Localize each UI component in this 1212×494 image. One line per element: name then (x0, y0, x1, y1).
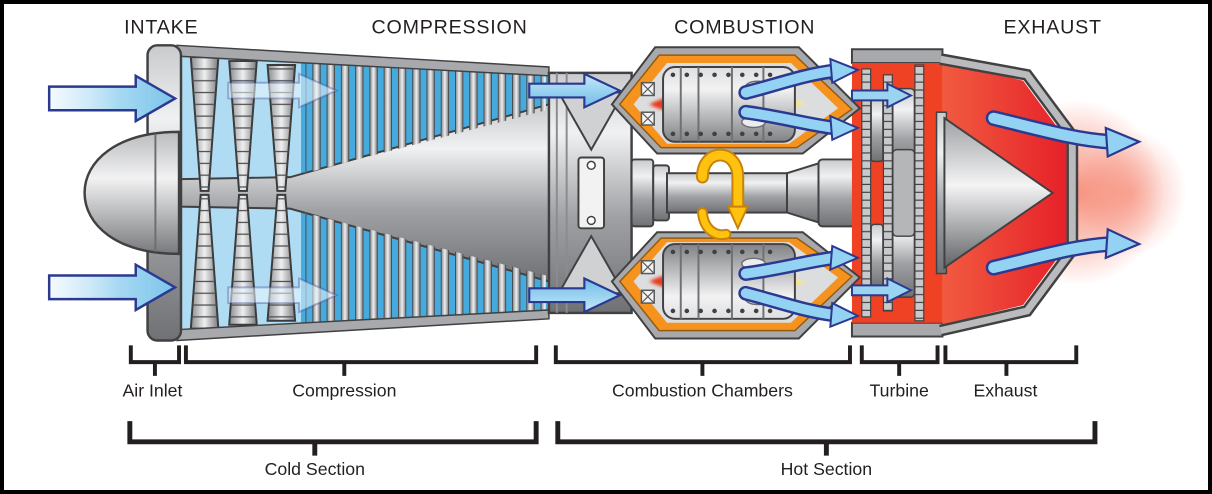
turbine-blade-rows (861, 64, 925, 322)
label-compression-lower: Compression (292, 381, 396, 401)
label-air-inlet: Air Inlet (122, 381, 182, 401)
exhaust-bracket (943, 345, 1079, 376)
compressor-section (176, 44, 550, 342)
component-brackets: Air Inlet Compression Combustion Chamber… (122, 345, 1079, 401)
hot-section-bracket (555, 421, 1098, 456)
label-cold-section: Cold Section (265, 459, 365, 479)
exhaust-cone (943, 116, 1055, 270)
label-exhaust-lower: Exhaust (973, 381, 1037, 401)
label-hot-section: Hot Section (781, 459, 872, 479)
engine-shaft (630, 158, 869, 228)
compressor-blades-top (304, 59, 546, 174)
label-exhaust: EXHAUST (1003, 17, 1101, 39)
zone-brackets: Cold Section Hot Section (127, 421, 1098, 479)
top-section-labels: INTAKE COMPRESSION COMBUSTION EXHAUST (124, 17, 1101, 39)
label-turbine: Turbine (870, 381, 929, 401)
compressor-blades-bottom (304, 212, 546, 327)
compression-bracket (183, 345, 539, 376)
cold-section-bracket (127, 421, 539, 456)
engine-cutaway-svg: INTAKE COMPRESSION COMBUSTION EXHAUST Ai… (47, 17, 1201, 479)
label-intake: INTAKE (124, 17, 198, 39)
turbine-section (850, 48, 944, 338)
combustion-chambers-bracket (553, 345, 852, 376)
turbine-bracket (859, 345, 940, 376)
nose-spinner (83, 130, 181, 256)
turbine-disks (870, 87, 916, 298)
label-combustion-chambers: Combustion Chambers (612, 381, 793, 401)
label-compression: COMPRESSION (372, 17, 528, 39)
rotation-arrow (696, 148, 750, 241)
air-inlet-bracket (128, 345, 181, 376)
diffuser-section (547, 71, 633, 315)
label-combustion: COMBUSTION (674, 17, 815, 39)
